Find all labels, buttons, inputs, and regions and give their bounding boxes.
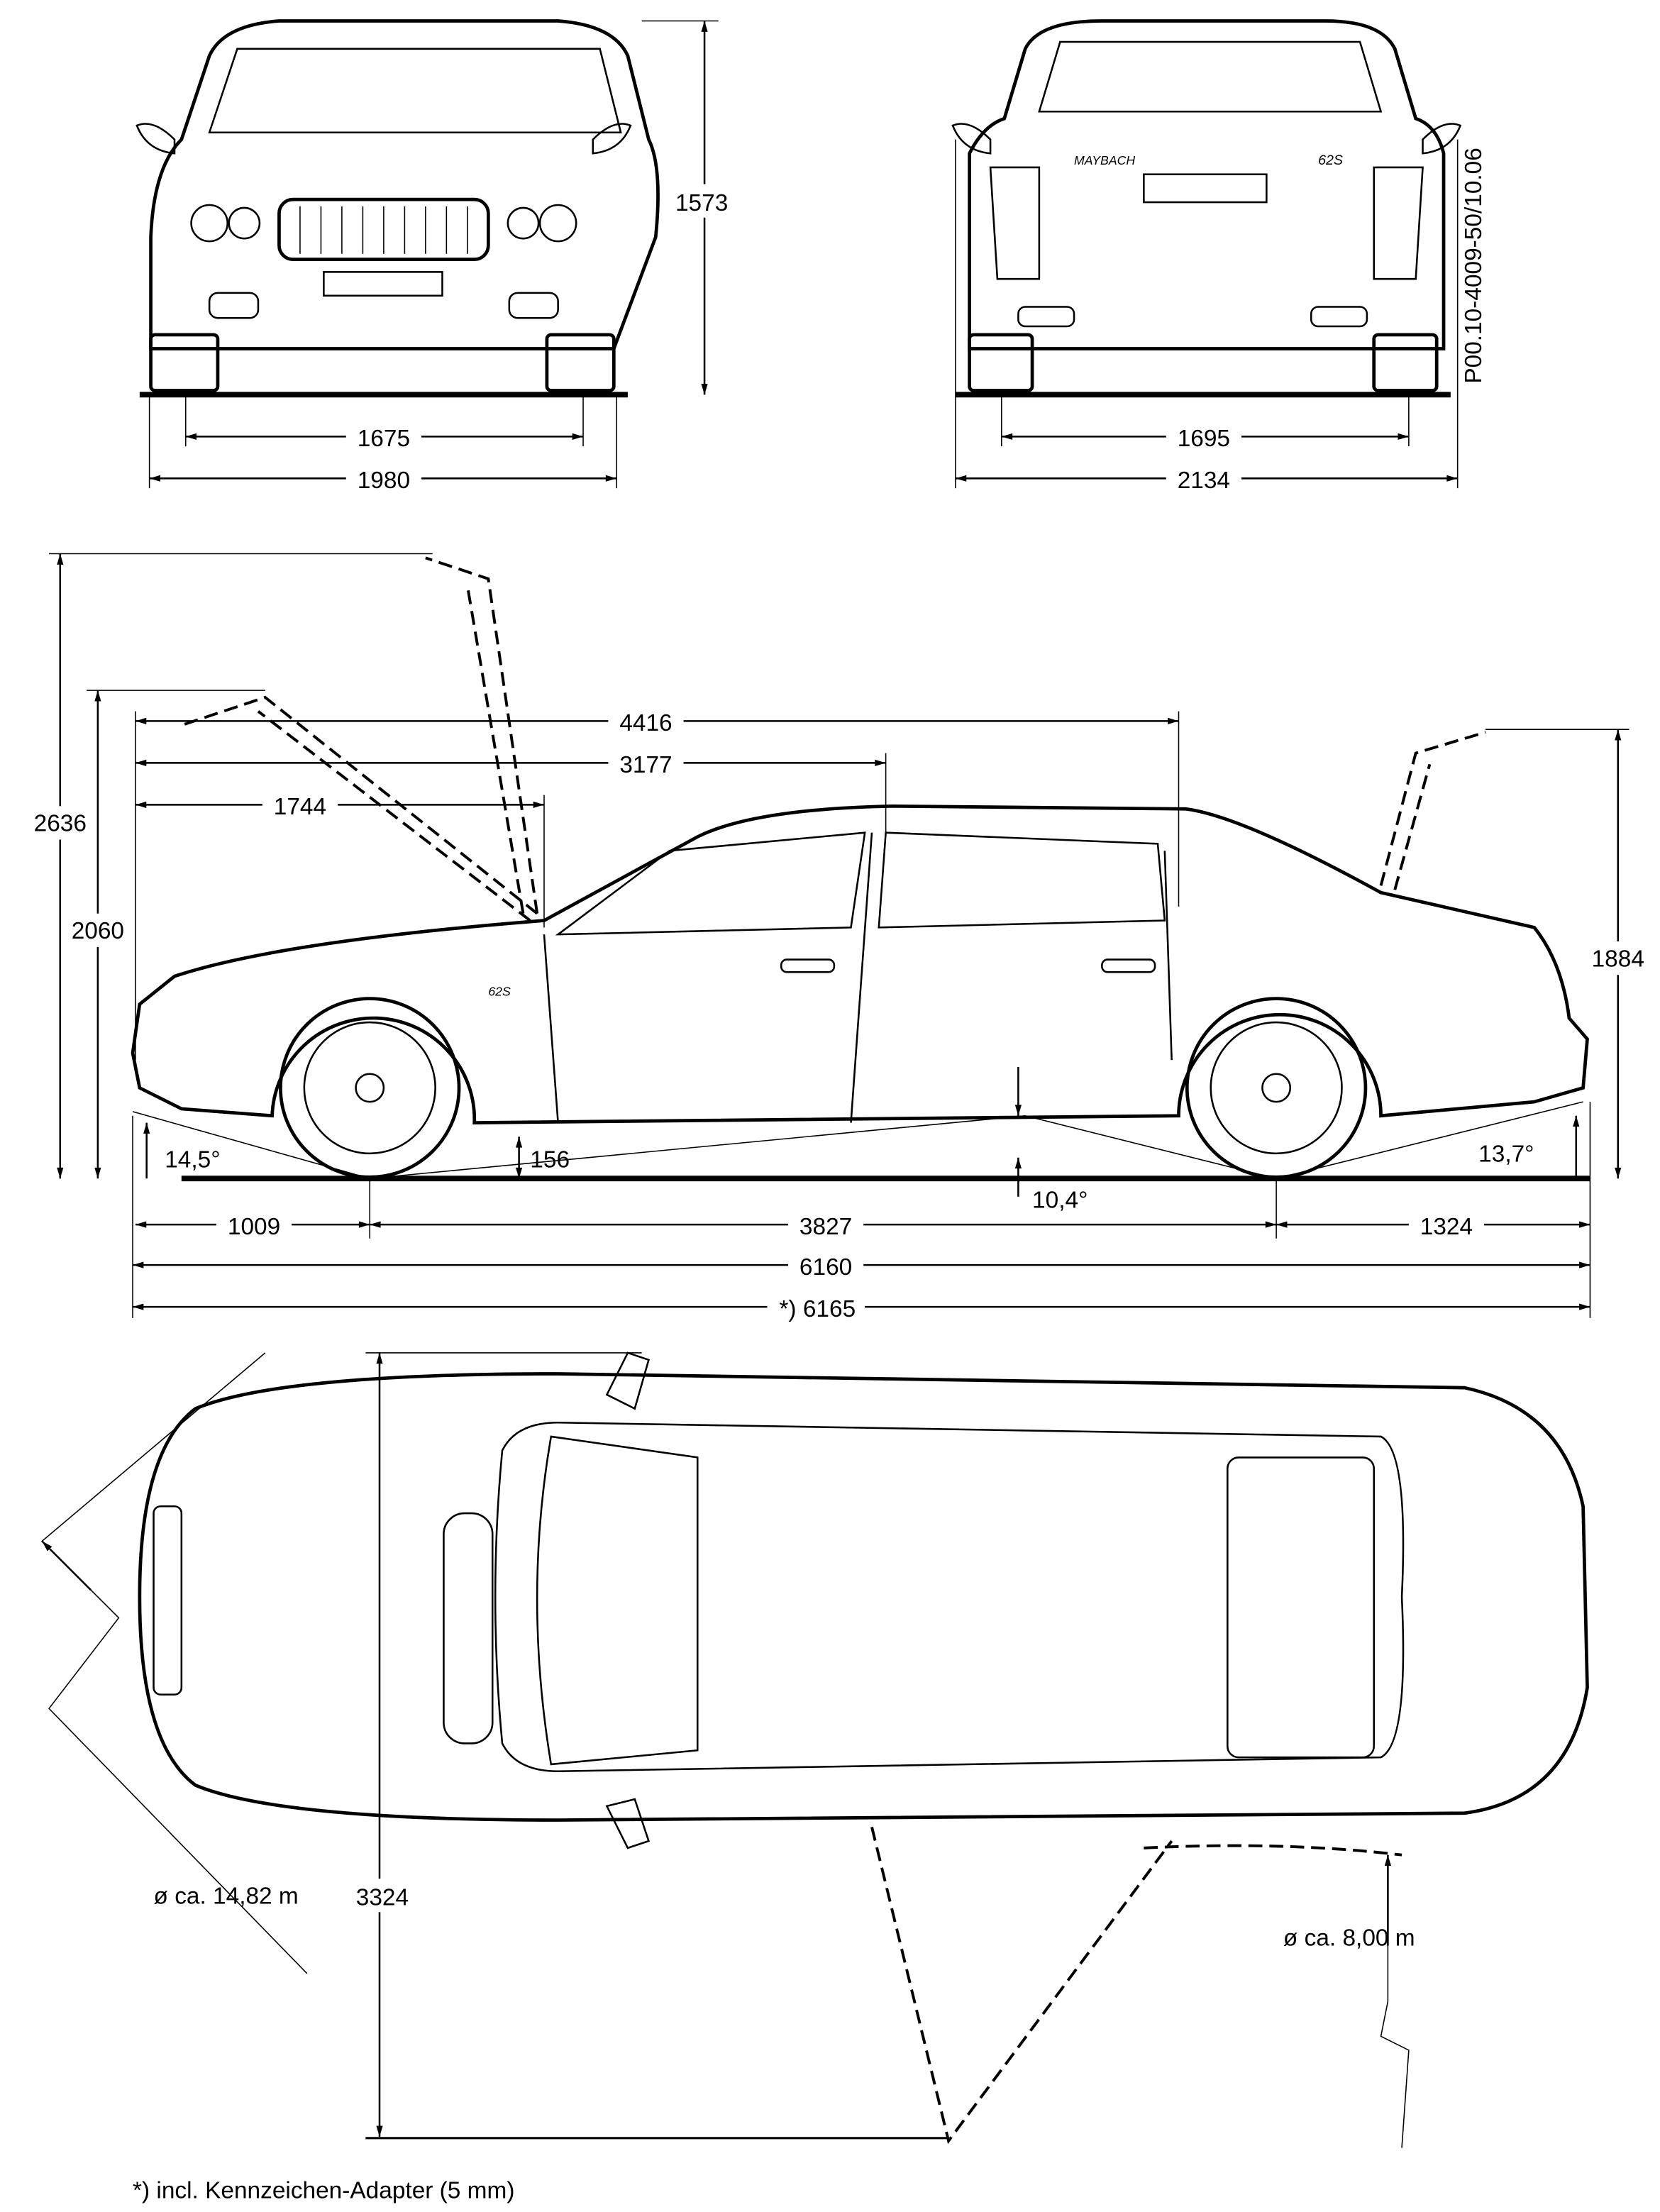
- turning-circle-label: ø ca. 14,82 m: [154, 1884, 299, 1910]
- front-width-label: 1980: [358, 468, 410, 494]
- side-body-outline: [131, 804, 1589, 1124]
- trunk-open-outline: [1379, 731, 1486, 890]
- door-swing-arc: [1144, 1844, 1402, 1857]
- top-cabin-outline: [494, 1421, 1405, 1773]
- departure-angle-label: 13,7°: [1478, 1141, 1534, 1168]
- length-with-adapter-label: *) 6165: [779, 1296, 856, 1322]
- height-1884-label: 1884: [1592, 946, 1644, 972]
- windshield-top: [536, 1435, 699, 1766]
- grille: [277, 197, 490, 262]
- rear-license-plate: [1143, 173, 1268, 204]
- turning-circle-leader: [41, 1352, 308, 1974]
- front-wheel: [279, 997, 461, 1179]
- left-mirror: [135, 123, 176, 155]
- rear-window: [1038, 40, 1383, 113]
- right-mirror: [592, 123, 632, 155]
- rear-overhang-label: 1324: [1420, 1214, 1473, 1240]
- dim-3177-label: 3177: [619, 752, 672, 778]
- front-overhang-label: 1009: [228, 1214, 280, 1240]
- rear-view: MAYBACH 62S 1695 2134 P00.10-4009-50/10.…: [951, 19, 1487, 494]
- door-swing-label: ø ca. 8,00 m: [1283, 1925, 1415, 1952]
- front-side-window: [555, 831, 866, 936]
- open-door-left: [605, 1351, 650, 1410]
- exhaust-left: [1017, 306, 1075, 328]
- rear-wheel: [1185, 997, 1368, 1179]
- door-swing-outline: [870, 1826, 1173, 2145]
- headlight-left: [190, 204, 228, 243]
- front-right-tire: [545, 333, 616, 392]
- top-view: ø ca. 14,82 m ø ca. 8,00 m 3324: [41, 1351, 1589, 2148]
- front-door-line: [543, 934, 559, 1123]
- side-view: 62S 2636 2060 1884: [25, 553, 1659, 1322]
- rear-side-window: [878, 831, 1166, 929]
- door-swing-leader: [1380, 1945, 1410, 2148]
- rear-brand-badge: MAYBACH: [1074, 153, 1135, 167]
- front-left-tire: [149, 333, 220, 392]
- front-height-label: 1573: [675, 190, 728, 216]
- dim-4416-label: 4416: [619, 710, 672, 736]
- exhaust-right: [1310, 306, 1368, 328]
- front-track-label: 1675: [358, 426, 410, 452]
- top-grille: [153, 1505, 183, 1696]
- hood-vent: [443, 1512, 494, 1744]
- headlight-right: [538, 204, 577, 243]
- front-body-outline: [149, 19, 660, 350]
- front-door-handle: [780, 958, 836, 973]
- length-label: 6160: [799, 1254, 852, 1281]
- ramp-angle-label: 10,4°: [1032, 1188, 1088, 1214]
- rear-door-handle: [1101, 958, 1156, 973]
- front-license-plate: [323, 271, 443, 297]
- rear-track-label: 1695: [1178, 426, 1230, 452]
- height-2060-label: 2060: [72, 918, 124, 944]
- drawing-code: P00.10-4009-50/10.06: [1461, 148, 1487, 383]
- wheelbase-label: 3827: [799, 1214, 852, 1240]
- door-open-outline: [425, 556, 539, 914]
- top-body-outline: [138, 1372, 1589, 1822]
- dim-1744-label: 1744: [274, 794, 326, 820]
- hood-open-outline: [181, 695, 538, 922]
- front-windshield: [208, 48, 622, 134]
- width-doors-open-label: 3324: [356, 1884, 409, 1910]
- rear-window-top: [1227, 1456, 1375, 1759]
- approach-angle-label: 14,5°: [165, 1147, 220, 1173]
- b-pillar: [850, 832, 873, 1123]
- side-model-badge: 62S: [488, 985, 511, 999]
- ground-clearance-label: 156: [530, 1147, 570, 1173]
- open-door-right: [605, 1798, 651, 1849]
- rear-width-label: 2134: [1178, 468, 1230, 494]
- front-view: 1573 1675 1980: [135, 19, 737, 494]
- rear-lamp-right: [1373, 166, 1424, 280]
- footnote: *) incl. Kennzeichen-Adapter (5 mm): [133, 2177, 514, 2203]
- height-2636-label: 2636: [34, 811, 87, 837]
- rear-model-badge: 62S: [1318, 153, 1343, 168]
- rear-lamp-left: [989, 166, 1041, 280]
- rear-body-outline: [968, 19, 1446, 350]
